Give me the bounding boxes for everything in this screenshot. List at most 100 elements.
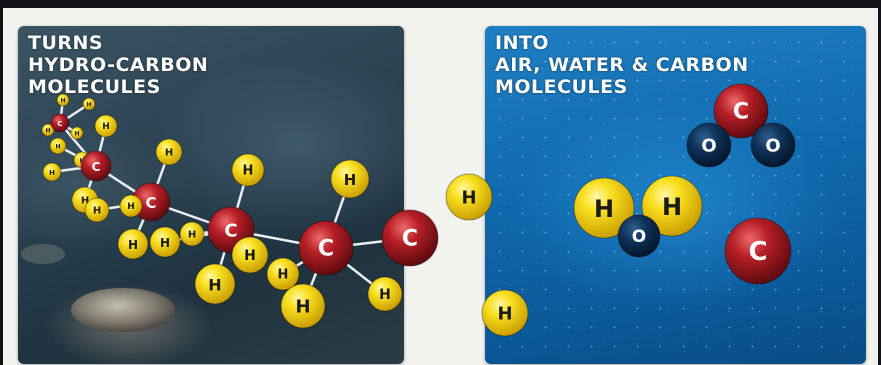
hydrogen-atom-sphere <box>231 153 265 187</box>
carbon-atom-label: C <box>402 227 418 252</box>
oxygen-atom-sphere <box>750 122 796 168</box>
hydrogen-atom-label: H <box>102 122 110 132</box>
hydrogen-atom: H <box>41 123 55 137</box>
carbon-atom-label: C <box>57 120 62 128</box>
caption-line: HYDRO-CARBON <box>28 54 209 76</box>
carbon-atom-label: C <box>748 237 767 267</box>
oxygen-atom-label: O <box>701 136 716 157</box>
caption-line: TURNS <box>28 32 104 54</box>
hydrogen-atom: H <box>82 97 96 111</box>
hydrogen-atom: H <box>231 153 265 187</box>
oxygen-atom-label: O <box>765 136 780 157</box>
carbon-atom-sphere <box>713 83 769 139</box>
carbon-atom-sphere <box>50 113 70 133</box>
hydrogen-atom: H <box>330 159 370 199</box>
hydrogen-atom-sphere <box>117 228 149 260</box>
carbon-atom-label: C <box>733 100 749 125</box>
hydrogen-atom-sphere <box>119 194 143 218</box>
hydrogen-atom-sphere <box>231 236 269 274</box>
hydrogen-atom-label: H <box>74 131 79 138</box>
hydrogen-atom-sphere <box>641 175 703 237</box>
hydrogen-atom-sphere <box>42 162 62 182</box>
caption-line: AIR, WATER & CARBON <box>495 54 749 76</box>
molecule-atoms: HHHHCHHHHCCCCHHHHHHHHHHHHHHCHHCOOHHOC <box>41 83 796 337</box>
hydrogen-atom: H <box>194 263 236 305</box>
hydrogen-atom-label: H <box>165 148 173 159</box>
molecule-scene: HHHHCHHHHCCCCHHHHHHHHHHHHHHCHHCOOHHOC <box>21 83 796 337</box>
hydrogen-atom-sphere <box>56 93 70 107</box>
oxygen-atom-sphere <box>617 214 661 258</box>
hydrogen-atom-label: H <box>160 236 170 250</box>
hydrocarbon-caption: TURNS HYDRO-CARBON MOLECULES <box>28 32 208 98</box>
hydrogen-atom: H <box>367 276 403 312</box>
hydrogen-atom-label: H <box>344 171 357 189</box>
hydrogen-atom-label: H <box>379 287 391 303</box>
carbon-atom: C <box>80 150 112 182</box>
hydrogen-atom: H <box>42 162 62 182</box>
hydrogen-atom: H <box>481 289 529 337</box>
hydrogen-atom-sphere <box>445 173 493 221</box>
hydrogen-atom: H <box>119 194 143 218</box>
hydrogen-atom-label: H <box>93 206 101 217</box>
carbon-atom: C <box>713 83 769 139</box>
hydrogen-atom-label: H <box>461 188 476 209</box>
hydrogen-atom-label: H <box>278 268 289 283</box>
carbon-atom-sphere <box>724 217 792 285</box>
carbon-atom-sphere <box>298 220 354 276</box>
hydrogen-atom: H <box>70 126 84 140</box>
hydrogen-atom: H <box>266 257 300 291</box>
caption-line: INTO <box>495 32 550 54</box>
hydrogen-atom-label: H <box>295 297 310 318</box>
hydrogen-atom-label: H <box>662 193 682 221</box>
seabed-rock <box>71 288 175 332</box>
carbon-atom-sphere <box>80 150 112 182</box>
hydrogen-atom: H <box>231 236 269 274</box>
hydrogen-atom-sphere <box>149 226 181 258</box>
carbon-atom-label: C <box>92 160 101 174</box>
hydrogen-atom-label: H <box>208 276 221 295</box>
hydrogen-atom: H <box>56 93 70 107</box>
hydrogen-atom-sphere <box>41 123 55 137</box>
hydrogen-atom: H <box>49 137 67 155</box>
hydrogen-atom-sphere <box>179 221 205 247</box>
hydrogen-atom: H <box>445 173 493 221</box>
oxygen-atom-sphere <box>686 122 732 168</box>
oxygen-atom: O <box>750 122 796 168</box>
caption-line: MOLECULES <box>28 76 161 98</box>
hydrogen-atom-label: H <box>497 304 512 325</box>
hydrogen-atom-sphere <box>573 177 635 239</box>
oxygen-atom-label: O <box>632 227 646 247</box>
hydrogen-atom-label: H <box>81 196 89 207</box>
hydrogen-atom: H <box>641 175 703 237</box>
hydrogen-atom: H <box>155 138 183 166</box>
carbon-atom-label: C <box>145 194 156 212</box>
hydrogen-atom-sphere <box>481 289 529 337</box>
hydrogen-atom: H <box>117 228 149 260</box>
hydrogen-atom: H <box>149 226 181 258</box>
hydrogen-atom-sphere <box>155 138 183 166</box>
hydrogen-atom-sphere <box>280 283 326 329</box>
hydrogen-atom-sphere <box>266 257 300 291</box>
oxygen-atom: O <box>617 214 661 258</box>
hydrogen-atom-sphere <box>194 263 236 305</box>
carbon-atom: C <box>298 220 354 276</box>
hydrogen-atom-label: H <box>128 238 138 252</box>
hydrogen-atom-sphere <box>94 114 118 138</box>
carbon-atom: C <box>724 217 792 285</box>
carbon-atom: C <box>50 113 70 133</box>
hydrogen-atom-label: H <box>127 202 135 212</box>
seabed-rock <box>21 244 65 264</box>
hydrogen-atom: H <box>94 114 118 138</box>
carbon-atom-sphere <box>381 209 439 267</box>
carbon-atom: C <box>381 209 439 267</box>
hydrogen-atom-sphere <box>84 197 110 223</box>
hydrogen-atom-label: H <box>60 98 65 105</box>
hydrogen-atom: H <box>573 177 635 239</box>
carbon-atom: C <box>131 182 171 222</box>
hydrogen-atom-label: H <box>45 128 50 135</box>
carbon-atom-label: C <box>224 221 237 242</box>
hydrogen-atom-label: H <box>55 144 60 151</box>
oxygen-atom: O <box>686 122 732 168</box>
hydrogen-atom-label: H <box>244 248 256 264</box>
